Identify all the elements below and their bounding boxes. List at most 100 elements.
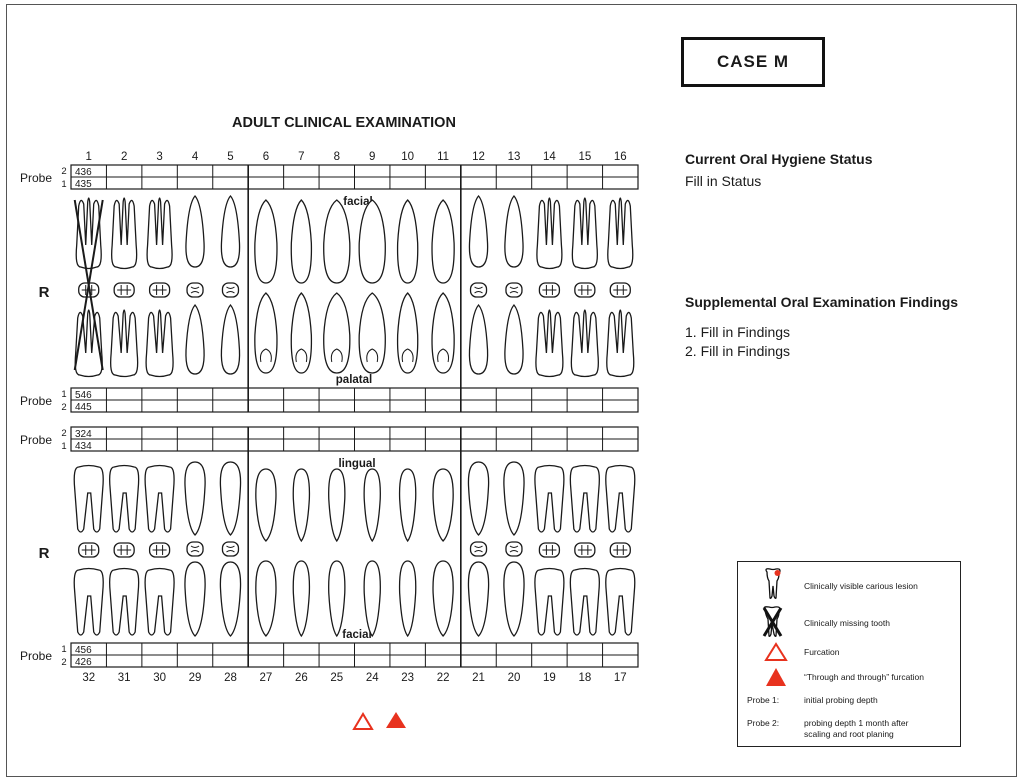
- carious-lesion-icon: [765, 568, 781, 599]
- tooth-number-upper: 13: [508, 151, 521, 163]
- tooth-number-upper: 5: [227, 151, 233, 163]
- probe-grid-upper-palatal: [70, 387, 639, 413]
- tooth-lower-21-lingual: [467, 461, 490, 536]
- tooth-number-upper: 11: [437, 151, 449, 163]
- occlusal-groove: [474, 545, 483, 553]
- occlusal-view-premolar: [186, 282, 204, 298]
- probe-grid-lower-facial: [70, 642, 639, 668]
- through-furcation-icon: [766, 668, 786, 686]
- tooth-number-lower: 31: [118, 672, 131, 684]
- probe-value: 435: [75, 179, 92, 190]
- cingulum-mark: [330, 348, 343, 363]
- page-frame: [6, 4, 1017, 777]
- tooth-number-upper: 1: [86, 151, 92, 163]
- tooth-upper-10-palatal: [396, 292, 419, 374]
- occlusal-groove: [226, 286, 235, 294]
- probe-grid-lower-lingual: [70, 426, 639, 452]
- tooth-upper-9-palatal: [358, 292, 386, 374]
- tooth-lower-17-lingual: [605, 464, 636, 533]
- tooth-number-lower: 26: [295, 672, 308, 684]
- cingulum-mark: [295, 348, 308, 363]
- occlusal-groove: [81, 545, 96, 555]
- tooth-number-upper: 8: [334, 151, 340, 163]
- tooth-number-upper: 6: [263, 151, 269, 163]
- tooth-upper-15-palatal: [570, 309, 599, 378]
- tooth-upper-2-facial: [111, 197, 138, 270]
- occlusal-groove: [152, 285, 167, 295]
- tooth-lower-25-facial: [328, 560, 346, 638]
- tooth-lower-27-facial: [255, 560, 277, 637]
- probe-grid-upper-facial: [70, 164, 639, 190]
- probe-index: 2: [61, 166, 66, 177]
- occlusal-view-premolar: [186, 541, 204, 557]
- occlusal-groove: [190, 545, 200, 553]
- probe-index: 1: [61, 441, 66, 452]
- tooth-number-upper: 10: [401, 151, 414, 163]
- legend: Clinically visible carious lesion Clinic…: [737, 561, 961, 747]
- probe-index: 2: [61, 657, 66, 668]
- tooth-lower-20-facial: [503, 561, 525, 637]
- tooth-upper-7-facial: [290, 199, 313, 284]
- tooth-lower-24-facial: [363, 560, 381, 638]
- tooth-upper-15-facial: [571, 197, 598, 270]
- tooth-upper-8-palatal: [323, 292, 351, 374]
- probe-value: 445: [75, 402, 92, 413]
- occlusal-view-premolar: [505, 541, 523, 557]
- tooth-lower-27-lingual: [255, 468, 277, 542]
- tooth-lower-26-facial: [292, 560, 311, 638]
- tooth-upper-14-palatal: [535, 309, 564, 378]
- tooth-upper-2-palatal: [110, 309, 139, 378]
- tooth-number-upper: 16: [614, 151, 627, 163]
- tooth-upper-8-facial: [323, 199, 351, 284]
- tooth-number-lower: 30: [153, 672, 166, 684]
- cingulum-mark: [366, 348, 379, 363]
- tooth-upper-4-facial: [185, 195, 205, 268]
- furcation-triangle-filled: [386, 712, 406, 728]
- probe-value: 456: [75, 645, 92, 656]
- tooth-upper-9-facial: [358, 199, 386, 284]
- tooth-upper-7-palatal: [290, 292, 313, 374]
- tooth-number-upper: 15: [578, 151, 591, 163]
- occlusal-groove: [542, 545, 557, 555]
- tooth-number-lower: 20: [508, 672, 521, 684]
- furcation-icon: [764, 642, 788, 661]
- tooth-lower-26-lingual: [292, 468, 311, 543]
- tooth-lower-29-facial: [184, 561, 206, 637]
- surface-label-facial-lower: facial: [342, 629, 371, 641]
- tooth-number-lower: 29: [189, 672, 202, 684]
- probe-value: 426: [75, 657, 92, 668]
- tooth-lower-28-facial: [219, 561, 242, 637]
- probe-index: 1: [61, 179, 66, 190]
- legend-probe2-label: Probe 2:: [747, 718, 780, 728]
- right-side-marker-upper: R: [39, 284, 50, 301]
- tooth-number-lower: 24: [366, 672, 379, 684]
- tooth-number-upper: 7: [298, 151, 304, 163]
- legend-probe1-text: initial probing depth: [804, 695, 878, 705]
- occlusal-groove: [613, 285, 628, 295]
- tooth-number-upper: 14: [543, 151, 556, 163]
- tooth-lower-17-facial: [605, 567, 636, 636]
- probe-value: 436: [75, 167, 92, 178]
- missing-tooth-cross: [73, 199, 104, 371]
- tooth-lower-32-facial: [73, 567, 104, 636]
- legend-text-furcation: Furcation: [804, 647, 840, 657]
- tooth-upper-5-palatal: [220, 304, 241, 375]
- probe-index: 1: [61, 389, 66, 400]
- tooth-number-lower: 27: [260, 672, 273, 684]
- tooth-lower-28-lingual: [219, 461, 242, 536]
- tooth-number-lower: 23: [401, 672, 414, 684]
- occlusal-groove: [117, 285, 132, 295]
- tooth-number-upper: 12: [472, 151, 485, 163]
- tooth-upper-12-palatal: [468, 304, 489, 375]
- occlusal-groove: [577, 545, 592, 555]
- tooth-lower-19-facial: [534, 567, 565, 636]
- legend-icons: [762, 568, 788, 686]
- occlusal-groove: [613, 545, 628, 555]
- chart-title: ADULT CLINICAL EXAMINATION: [232, 115, 456, 131]
- probe-label: Probe: [20, 649, 52, 663]
- tooth-upper-16-palatal: [606, 309, 635, 378]
- occlusal-groove: [152, 545, 167, 555]
- cingulum-mark: [401, 348, 414, 363]
- legend-probe1-label: Probe 1:: [747, 695, 780, 705]
